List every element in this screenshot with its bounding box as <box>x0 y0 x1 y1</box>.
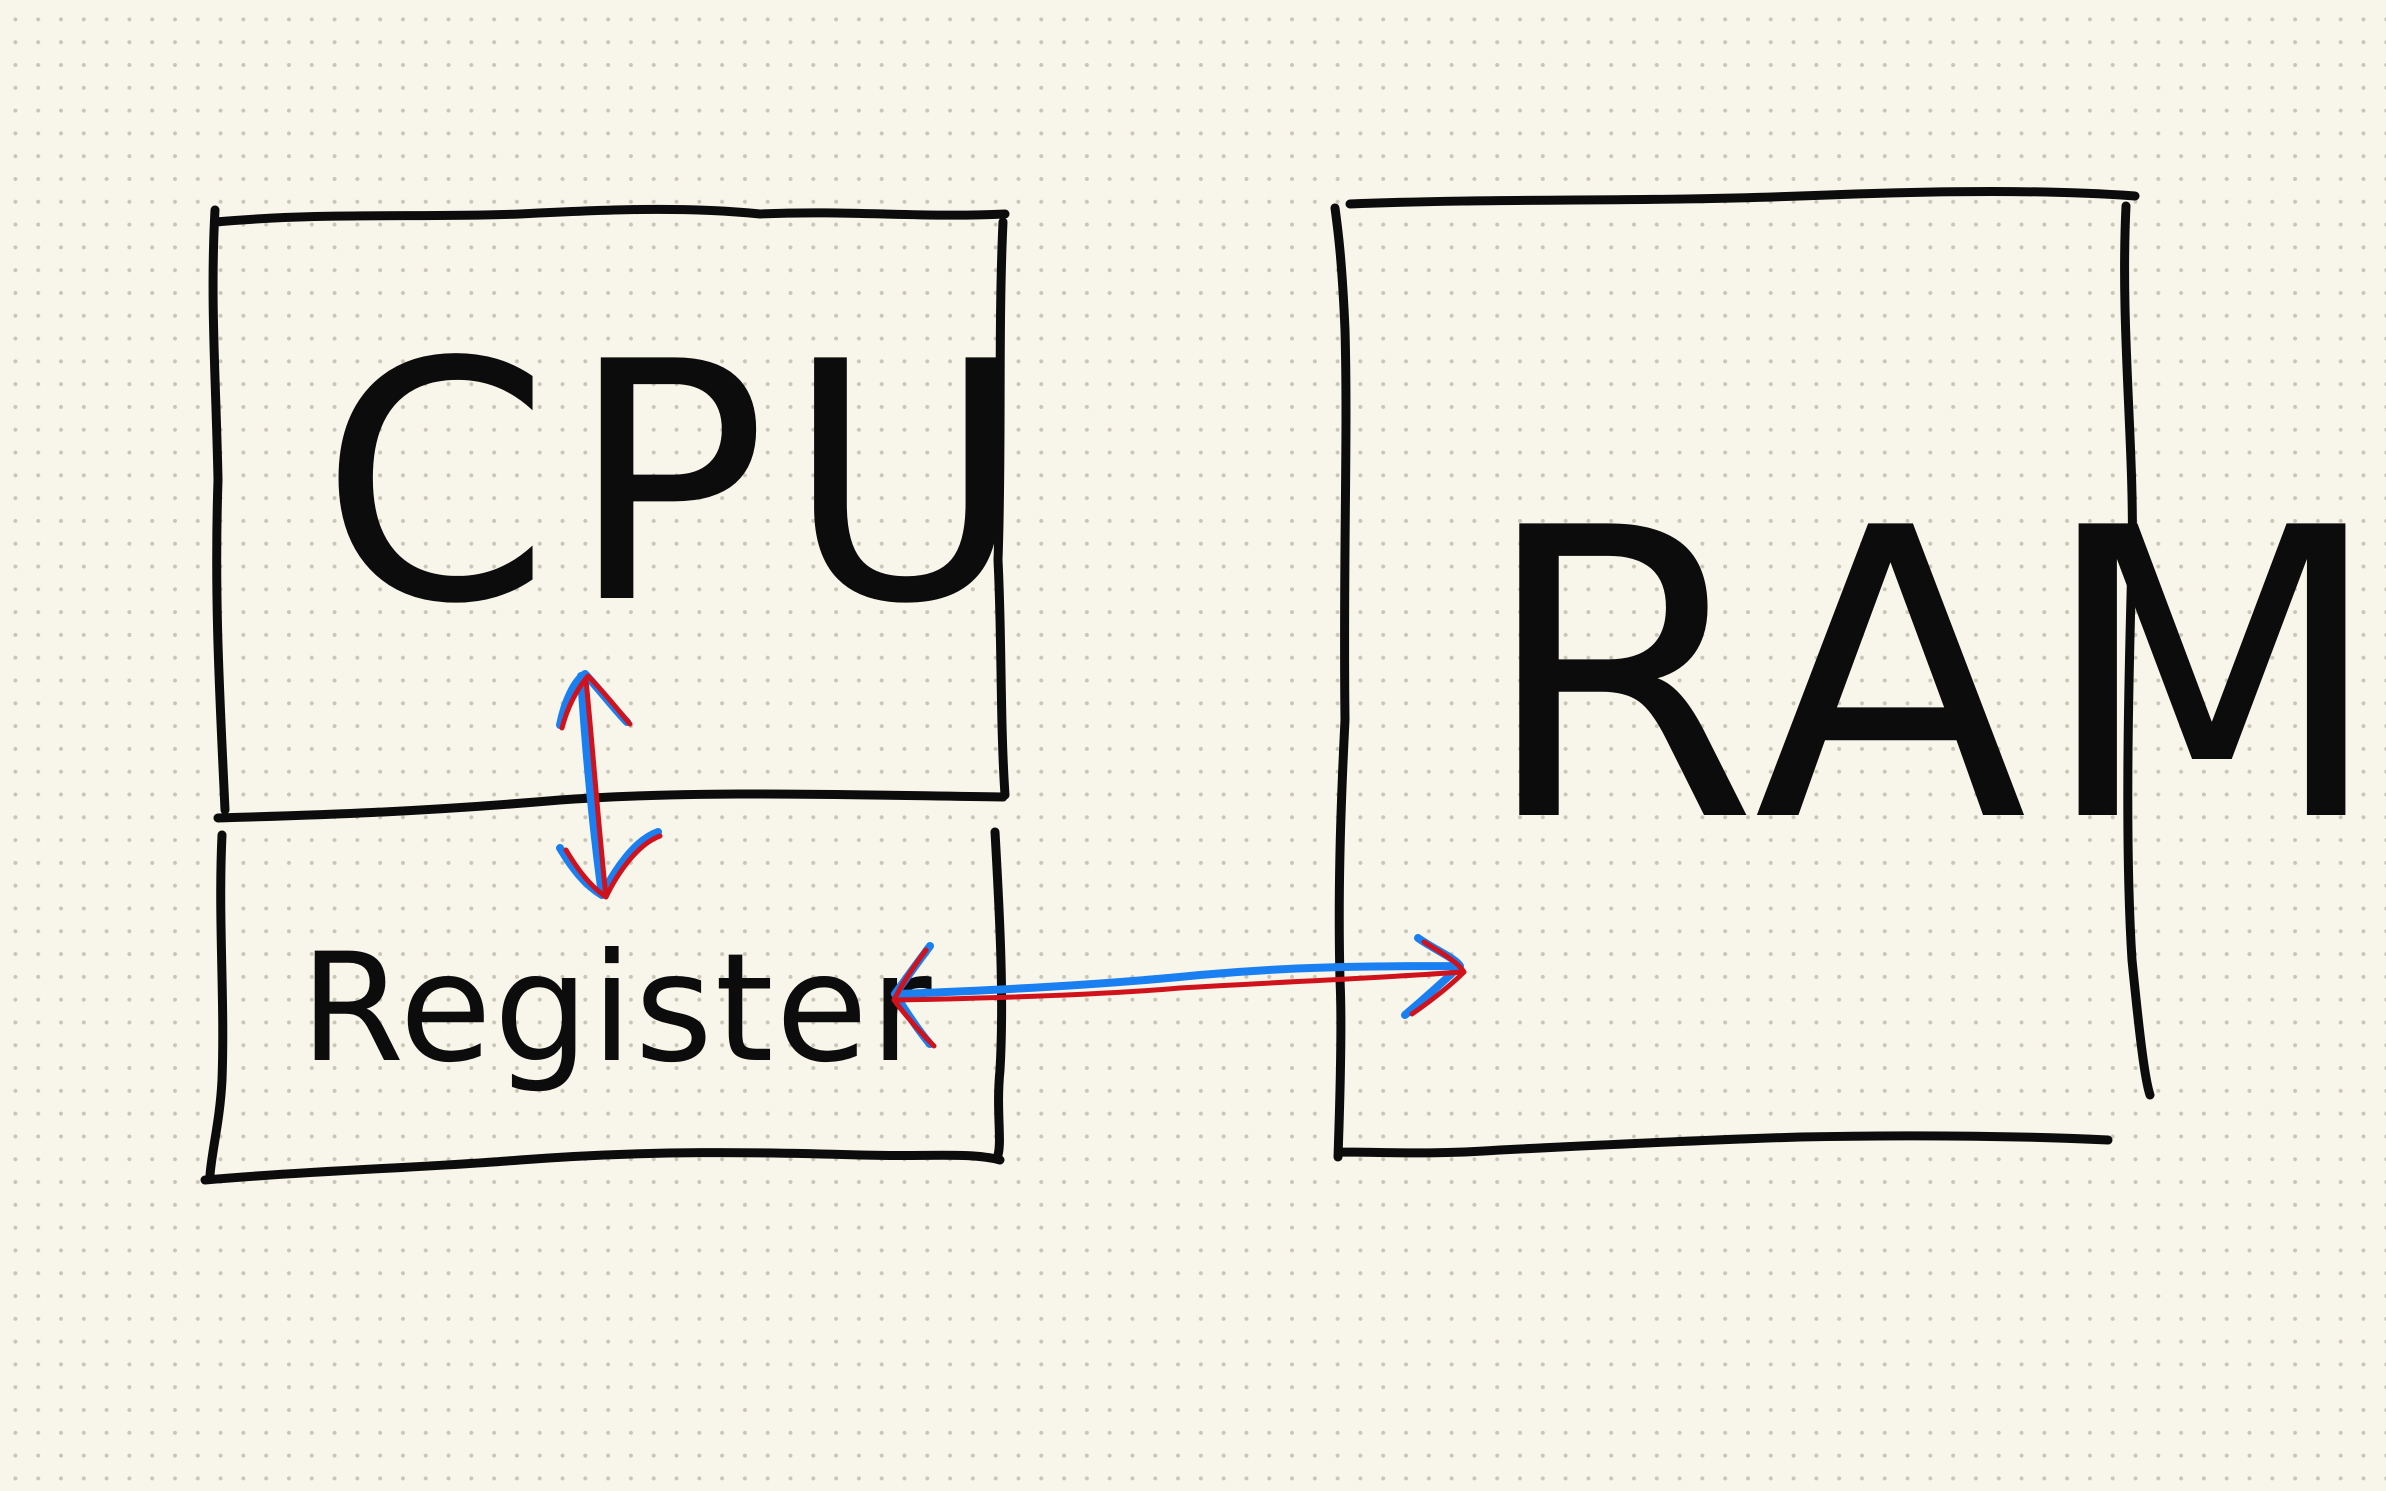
ram-box <box>1330 187 2155 1162</box>
register-ram-arrow <box>891 934 1467 1049</box>
cpu-register-arrow <box>556 670 663 900</box>
register-label: Register <box>300 922 934 1096</box>
cpu-label: CPU <box>320 292 1045 676</box>
register-box <box>200 827 1007 1185</box>
cpu-box <box>208 204 1010 815</box>
cpu-register-divider <box>213 789 1008 823</box>
ram-label: RAM <box>1480 445 2386 910</box>
